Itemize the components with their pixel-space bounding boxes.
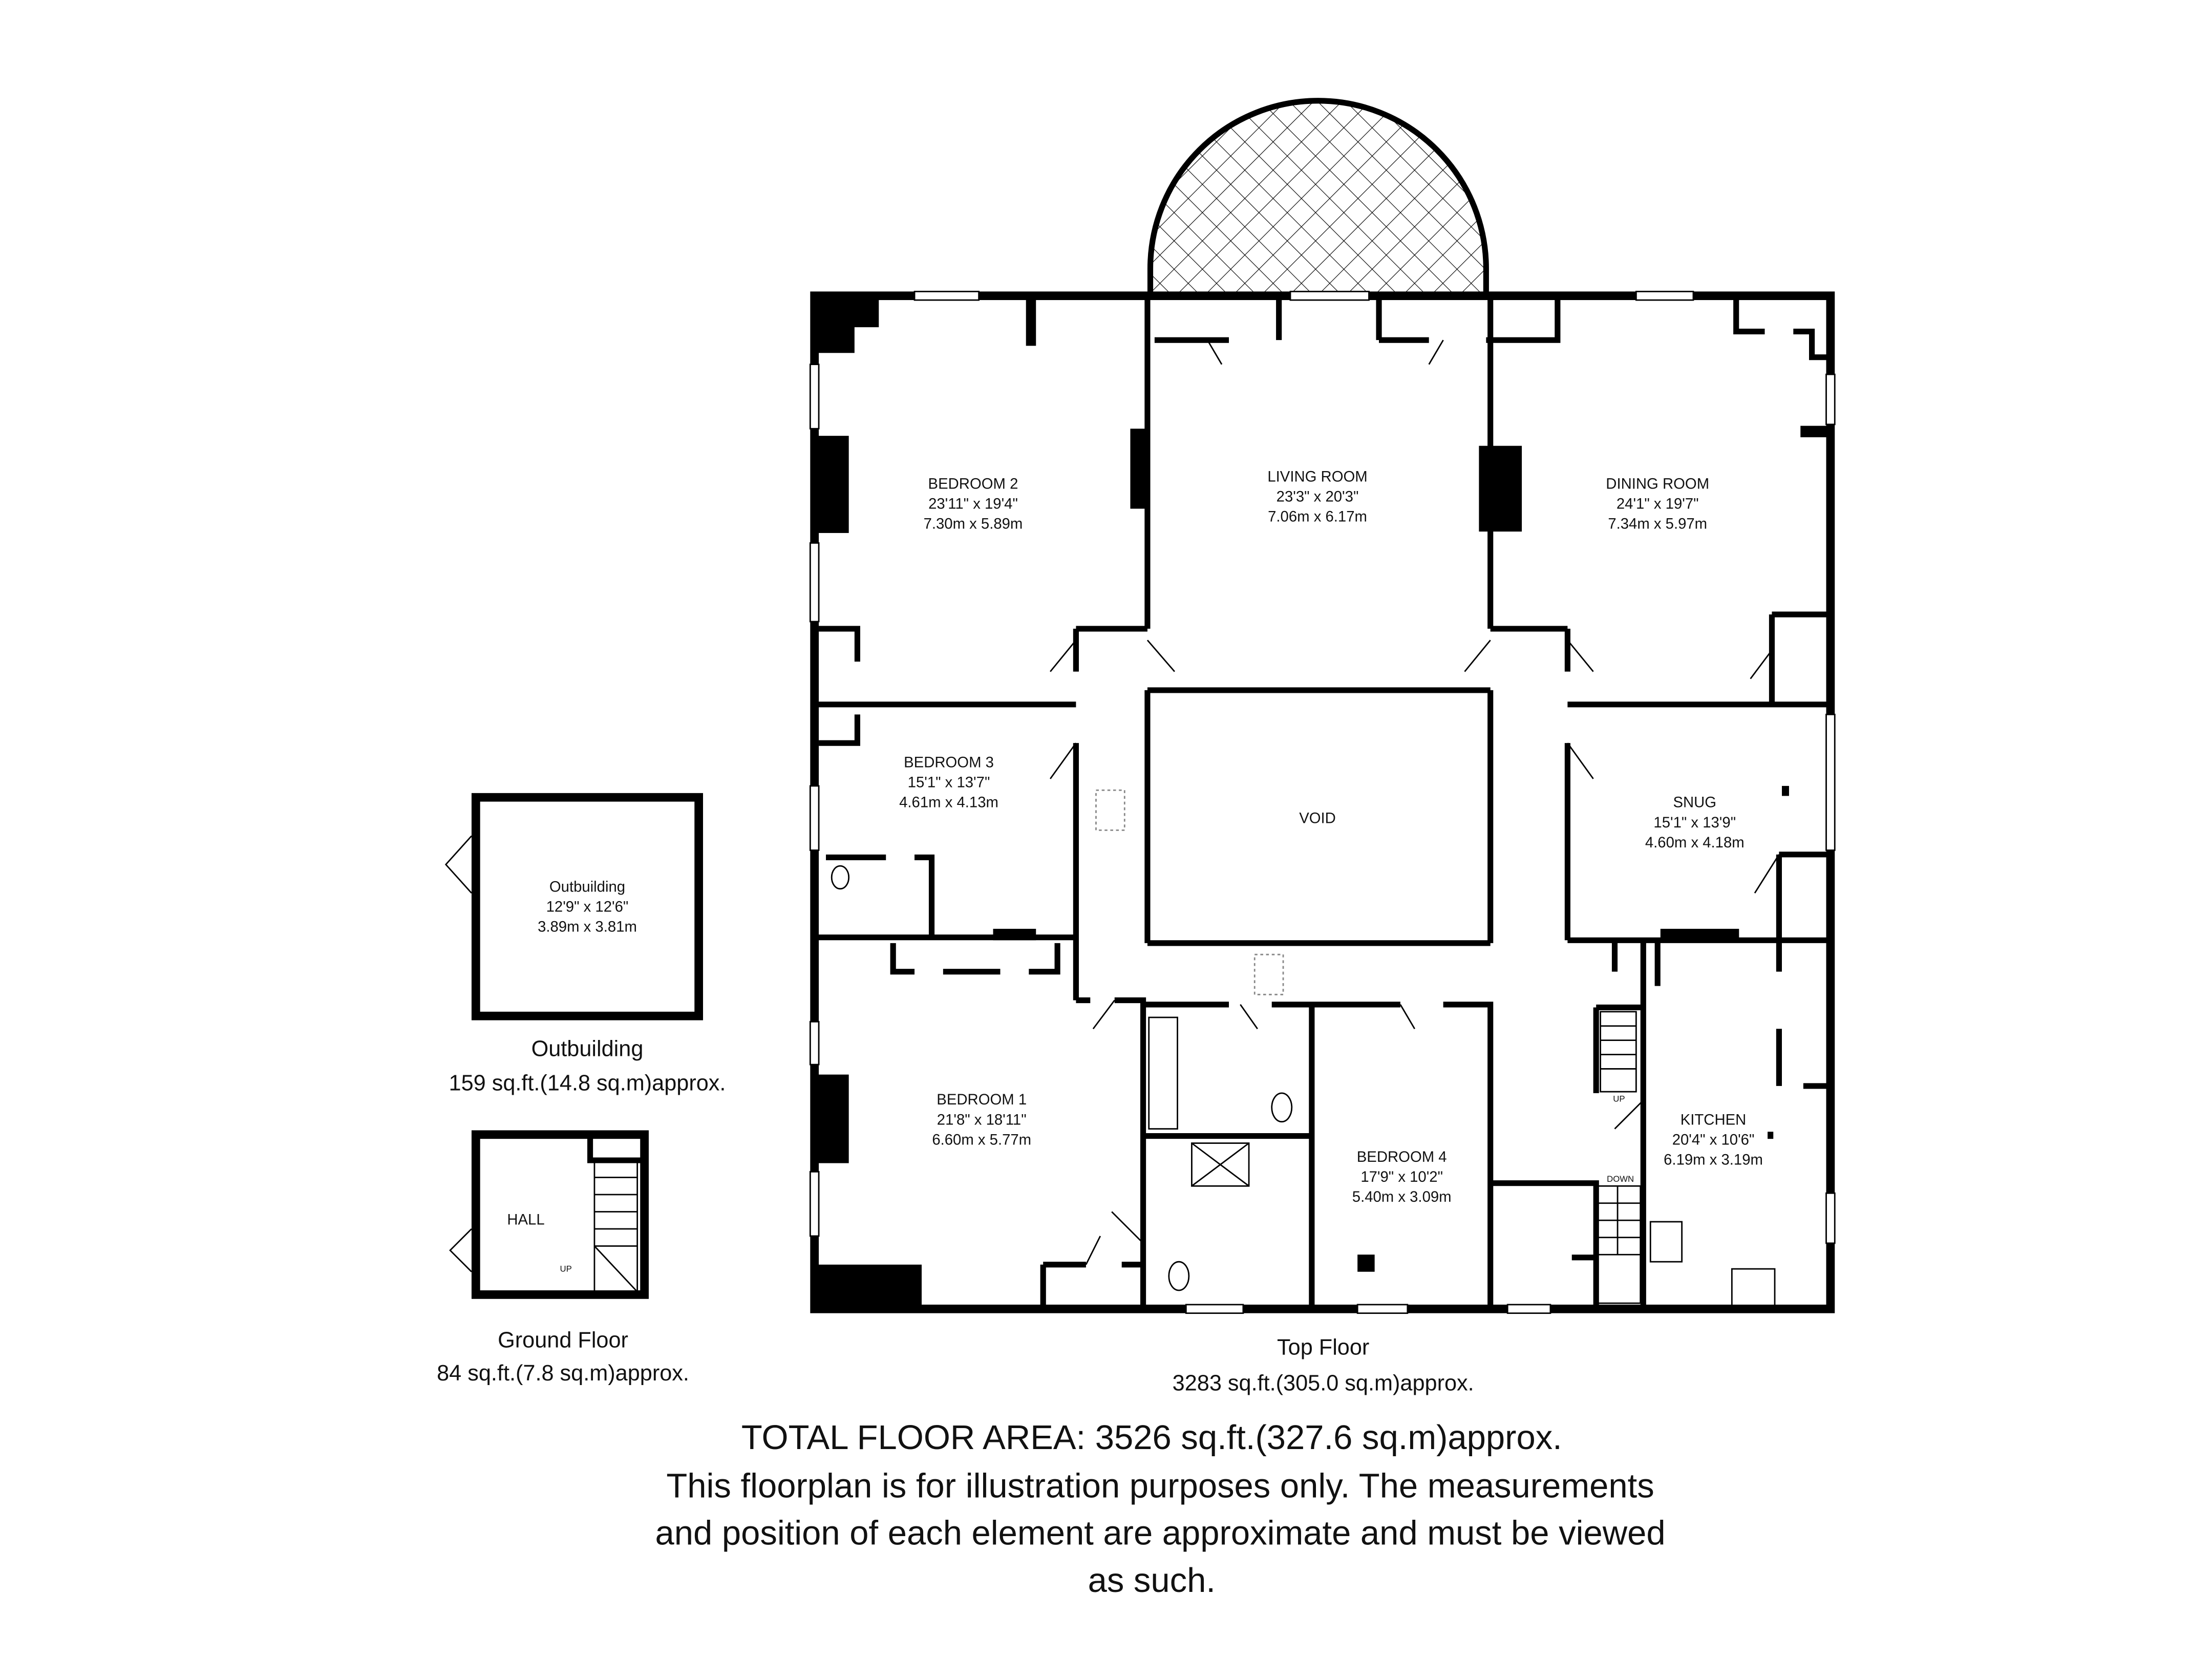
toilet-icon	[1271, 1092, 1293, 1123]
disclaimer-line-3: as such.	[1088, 1561, 1216, 1600]
disclaimer-line-2: and position of each element are approxi…	[655, 1514, 1666, 1552]
room-metric: 7.06m x 6.17m	[1268, 508, 1367, 525]
disclaimer-line-1: This floorplan is for illustration purpo…	[666, 1467, 1654, 1505]
room-snug: SNUG 15'1" x 13'9" 4.60m x 4.18m	[1645, 794, 1745, 851]
room-imperial: 24'1" x 19'7"	[1617, 495, 1699, 512]
room-name: LIVING ROOM	[1267, 468, 1367, 485]
room-name: BEDROOM 3	[904, 754, 994, 771]
ground-floor-plan: HALL UP	[449, 1130, 649, 1299]
bath-icon	[1148, 1016, 1178, 1130]
toilet-icon	[1168, 1261, 1190, 1291]
ground-floor-title: Ground Floor	[498, 1328, 628, 1353]
room-dining: DINING ROOM 24'1" x 19'7" 7.34m x 5.97m	[1606, 475, 1709, 532]
skylight-icon	[1253, 953, 1284, 995]
room-bedroom4: BEDROOM 4 17'9" x 10'2" 5.40m x 3.09m	[1352, 1148, 1452, 1205]
room-name: BEDROOM 2	[928, 475, 1018, 492]
total-floor-area: TOTAL FLOOR AREA: 3526 sq.ft.(327.6 sq.m…	[741, 1418, 1562, 1457]
room-imperial: 17'9" x 10'2"	[1360, 1168, 1443, 1185]
room-living: LIVING ROOM 23'3" x 20'3" 7.06m x 6.17m	[1267, 468, 1367, 525]
room-name: KITCHEN	[1681, 1111, 1747, 1128]
room-metric: 6.19m x 3.19m	[1664, 1151, 1763, 1168]
room-bedroom1: BEDROOM 1 21'8" x 18'11" 6.60m x 5.77m	[932, 1091, 1031, 1148]
room-bedroom2: BEDROOM 2 23'11" x 19'4" 7.30m x 5.89m	[924, 475, 1023, 532]
top-floor-title: Top Floor	[1277, 1335, 1369, 1360]
top-floor-walls	[809, 290, 1836, 1314]
room-metric: 4.61m x 4.13m	[899, 794, 998, 811]
staircase-up	[1600, 1011, 1637, 1093]
room-name: BEDROOM 4	[1357, 1148, 1447, 1165]
balcony-dome	[1147, 98, 1489, 299]
hob-icon	[1649, 1221, 1683, 1263]
outbuilding-plan: Outbuilding 12'9" x 12'6" 3.89m x 3.81m	[444, 793, 704, 1020]
room-metric: 4.60m x 4.18m	[1645, 834, 1745, 851]
room-imperial: 23'3" x 20'3"	[1277, 488, 1359, 505]
room-metric: 7.34m x 5.97m	[1608, 516, 1707, 533]
room-name: Outbuilding	[549, 878, 625, 895]
room-name: BEDROOM 1	[937, 1091, 1027, 1108]
room-imperial: 20'4" x 10'6"	[1672, 1131, 1755, 1148]
room-metric: 7.30m x 5.89m	[924, 516, 1023, 533]
stairs-up-label: UP	[560, 1264, 571, 1274]
toilet-icon	[831, 865, 850, 890]
room-void: VOID	[1299, 810, 1336, 826]
outbuilding-title: Outbuilding	[531, 1036, 644, 1061]
room-imperial: 15'1" x 13'9"	[1653, 814, 1736, 831]
room-metric: 5.40m x 3.09m	[1352, 1188, 1452, 1205]
shower-icon	[1191, 1142, 1250, 1187]
room-imperial: 15'1" x 13'7"	[908, 774, 990, 791]
staircase-down	[1597, 1185, 1642, 1304]
room-name: DINING ROOM	[1606, 475, 1709, 492]
room-metric: 3.89m x 3.81m	[538, 919, 637, 935]
room-metric: 6.60m x 5.77m	[932, 1131, 1031, 1148]
sink-icon	[1731, 1268, 1776, 1307]
room-name: SNUG	[1673, 794, 1716, 811]
room-name: HALL	[507, 1211, 544, 1228]
room-imperial: 12'9" x 12'6"	[546, 898, 629, 915]
top-floor-area: 3283 sq.ft.(305.0 sq.m)approx.	[1173, 1371, 1474, 1395]
outbuilding-area: 159 sq.ft.(14.8 sq.m)approx.	[449, 1071, 726, 1095]
ground-floor-area: 84 sq.ft.(7.8 sq.m)approx.	[437, 1361, 689, 1386]
room-imperial: 23'11" x 19'4"	[928, 495, 1018, 512]
skylight-icon	[1095, 789, 1125, 831]
room-kitchen: KITCHEN 20'4" x 10'6" 6.19m x 3.19m	[1664, 1111, 1763, 1168]
room-imperial: 21'8" x 18'11"	[937, 1111, 1027, 1128]
room-bedroom3: BEDROOM 3 15'1" x 13'7" 4.61m x 4.13m	[899, 754, 998, 811]
stairs-up-label: UP	[1613, 1094, 1625, 1104]
stairs-down-label: DOWN	[1607, 1174, 1634, 1184]
